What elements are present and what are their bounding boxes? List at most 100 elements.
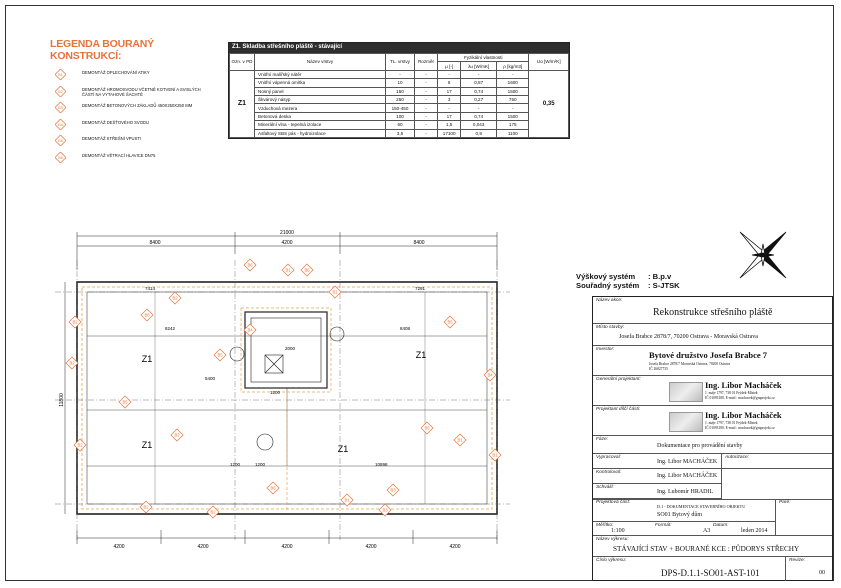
layer-mu: 17 — [436, 86, 462, 96]
svg-text:B5: B5 — [122, 400, 128, 405]
zone-label: Z1 — [142, 354, 153, 364]
tb-drawing-no: Číslo výkresu: DPS-D.1.1-SO01-AST-101 Re… — [593, 557, 832, 581]
tb-action: Název akce: Rekonstrukce střešního plášt… — [593, 297, 832, 324]
demolition-marker-icon: B2 — [65, 356, 79, 370]
tb-label: Název výkresu: — [596, 537, 629, 542]
tb-label: Fáze: — [596, 437, 608, 442]
svg-text:B1: B1 — [285, 268, 291, 273]
legend-item-text: DEMONTÁŽ OPLECHOVÁNÍ ATIKY — [82, 70, 150, 75]
demolition-marker-icon: B3 — [378, 503, 392, 517]
svg-text:B6: B6 — [247, 263, 253, 268]
layer-lambda: 0,74 — [460, 111, 498, 122]
layer-rho: 175 — [496, 120, 530, 130]
svg-text:B2: B2 — [143, 505, 149, 510]
svg-text:B2: B2 — [77, 443, 83, 448]
layer-rozm: - — [414, 128, 438, 138]
tb-place: Místo stavby: Josefa Brabce 2878/7, 7020… — [593, 324, 832, 346]
demolition-marker-icon: B2 — [139, 500, 153, 514]
tb-scale-row: Měřítko: 1:100 Formát: A3 Datum: leden 2… — [593, 521, 776, 535]
dim-bottom: 4200 — [449, 544, 460, 550]
demolition-marker-icon: B4 — [55, 118, 66, 130]
object-name: SO01 Bytový dům — [657, 512, 703, 518]
dim-bottom: 4200 — [197, 544, 208, 550]
legend: LEGENDA BOURANÝ KONSTRUKCÍ: B1 DEMONTÁŽ O… — [50, 38, 222, 168]
designer-logo-icon — [669, 382, 703, 402]
layer-mu: 17 — [436, 111, 462, 122]
height-system-value: : B.p.v — [648, 272, 672, 281]
layer-name: Škvárový násyp — [254, 94, 386, 105]
layer-tl: 3,5 — [385, 128, 415, 138]
sheet-frame — [5, 5, 834, 581]
svg-text:B1: B1 — [344, 498, 350, 503]
svg-text:B6: B6 — [58, 156, 62, 160]
dim-label: 2000 — [285, 346, 296, 351]
layer-mu: 3 — [436, 94, 462, 105]
svg-text:B6: B6 — [144, 313, 150, 318]
demolition-marker-icon: B2 — [168, 291, 182, 305]
tb-project-part: Projektová část: D.1 - DOKUMENTACE STAVE… — [593, 499, 776, 521]
demolition-marker-icon: B5 — [443, 315, 457, 329]
svg-text:B2: B2 — [69, 361, 75, 366]
designer-logo-icon — [669, 412, 703, 432]
designer-address: 1. máje 1797, 738 01 Frýdek-Místek — [705, 391, 758, 395]
dim-label: 5400 — [205, 376, 216, 381]
layer-lambda: 0,27 — [460, 94, 498, 105]
dim-bottom: 4200 — [113, 544, 124, 550]
demolition-marker-icon: B5 — [420, 421, 434, 435]
layer-mu: - — [436, 103, 462, 113]
svg-text:B5: B5 — [217, 353, 223, 358]
tb-drawing-name: Název výkresu: STÁVAJÍCÍ STAV + BOURANÉ … — [593, 535, 832, 557]
dim-total: 21000 — [280, 230, 294, 236]
svg-text:B2: B2 — [210, 510, 216, 515]
demolition-marker-icon: B1 — [488, 448, 502, 462]
layer-name: Vnitřní malířský nátěr — [254, 69, 386, 80]
svg-text:B5: B5 — [447, 320, 453, 325]
coordinate-systems: Výškový systém: B.p.v Souřadný systém: S… — [576, 272, 680, 290]
designer-name: Ing. Libor Macháček — [705, 380, 782, 390]
layer-tl: 10 — [385, 78, 415, 88]
dim-bottom: 4200 — [281, 544, 292, 550]
svg-text:B2: B2 — [58, 90, 62, 94]
layer-lambda: 0,87 — [460, 78, 498, 88]
zone-label: Z1 — [142, 440, 153, 450]
demolition-marker-icon: B5 — [55, 135, 66, 147]
layer-tl: 60 — [385, 120, 415, 130]
tb-label: Formát: — [655, 523, 672, 528]
date: leden 2014 — [741, 528, 768, 534]
svg-text:B3: B3 — [58, 106, 62, 110]
tb-label: Kontroloval: — [596, 470, 622, 475]
demolition-marker-icon: B1 — [281, 263, 295, 277]
legend-title: LEGENDA BOURANÝ KONSTRUKCÍ: — [50, 38, 154, 62]
layer-name: Vnitřní vápenná omítka — [254, 78, 386, 88]
table-title: Z1. Skladba střešního pláště - stávající — [229, 43, 569, 53]
drawing-name: STÁVAJÍCÍ STAV + BOURANÉ KCE : PŮDORYS S… — [613, 545, 800, 553]
tb-label: Projektová část: — [596, 500, 631, 505]
svg-text:B3: B3 — [390, 488, 396, 493]
dim-label: 10898 — [375, 462, 388, 467]
layer-mu: 6 — [436, 78, 462, 88]
coord-system-label: Souřadný systém — [576, 281, 640, 290]
zone-cell: Z1 — [229, 69, 255, 138]
layer-rho: 750 — [496, 94, 530, 105]
layer-lambda: 0,9 — [460, 128, 498, 138]
layer-rozm: - — [414, 94, 438, 105]
demolition-marker-icon: B1 — [55, 69, 66, 80]
svg-text:B4: B4 — [247, 328, 253, 333]
legend-item-text: DEMONTÁŽ VĚTRACÍ HLAVICE DN75 — [82, 152, 156, 158]
layer-name: Minerální vlna - tepelná izolace — [254, 120, 386, 130]
svg-text:B1: B1 — [58, 73, 62, 77]
demolition-marker-icon: B5 — [118, 395, 132, 409]
svg-text:B4: B4 — [58, 123, 62, 127]
tb-label: Schválil: — [596, 485, 614, 490]
demolition-marker-icon: B4 — [243, 323, 257, 337]
svg-text:B6: B6 — [304, 268, 310, 273]
phase: Dokumentace pro provádění stavby — [657, 443, 743, 449]
